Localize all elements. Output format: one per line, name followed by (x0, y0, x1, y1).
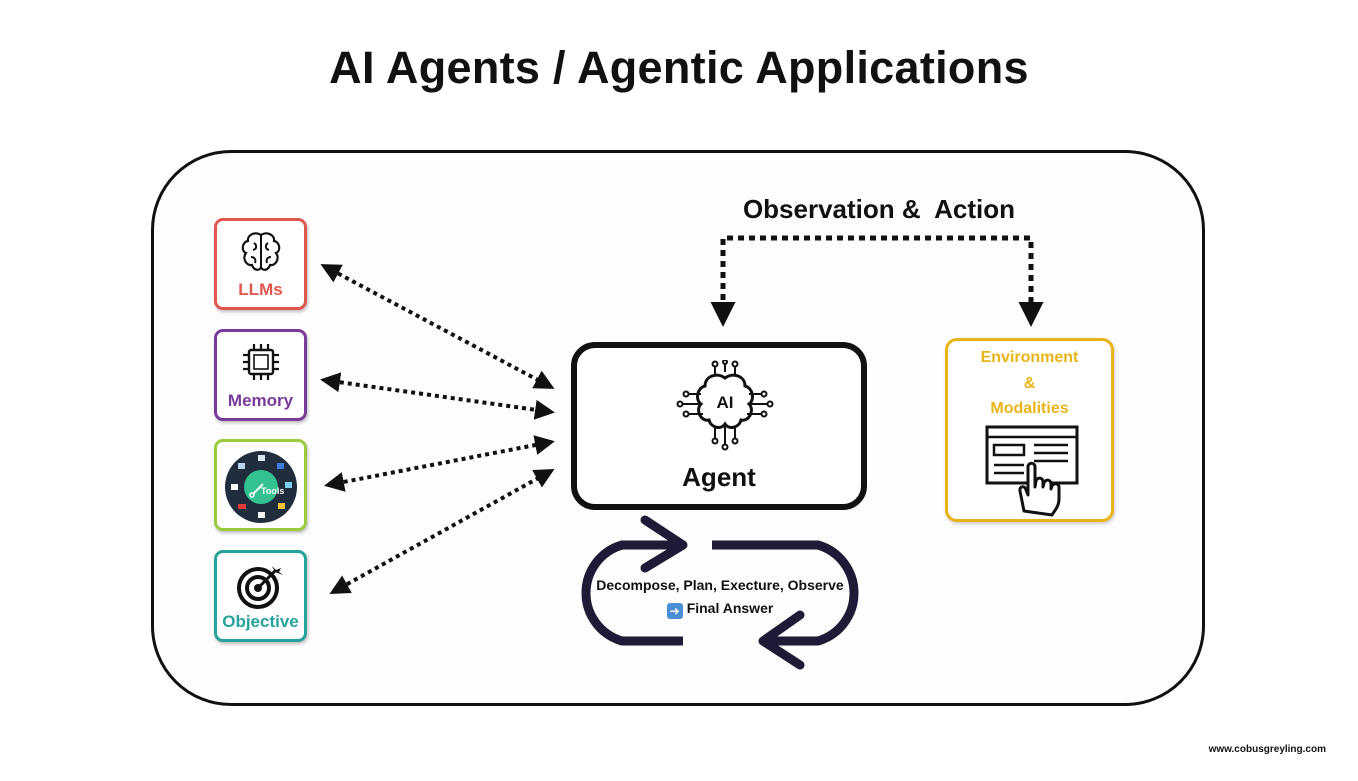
objective-agent-connector (329, 469, 555, 594)
memory-label: Memory (227, 391, 294, 410)
final-answer-label: Final Answer (686, 600, 774, 616)
agent-box: AI Agent (571, 342, 867, 510)
memory-tile: Memory (214, 329, 307, 421)
ai-brain-icon: AI (676, 360, 774, 451)
loop-arrow-left-icon (758, 610, 805, 670)
target-icon (236, 566, 283, 609)
objective-tile: Objective (214, 550, 307, 642)
tools-agent-connector (324, 435, 555, 492)
tools-label: Tools (261, 486, 285, 496)
objective-label: Objective (222, 612, 299, 631)
environment-box: Environment & Modalities (945, 338, 1114, 522)
chip-icon (242, 344, 279, 380)
ai-icon-text: AI (717, 393, 734, 412)
llms-tile: LLMs (214, 218, 307, 310)
tools-wheel-icon (224, 451, 297, 523)
credit-link[interactable]: www.cobusgreyling.com (1208, 744, 1326, 755)
environment-label: Environment (980, 349, 1079, 366)
environment-ampersand: & (1023, 375, 1036, 392)
memory-agent-connector (320, 372, 555, 420)
loop-steps-text: Decompose, Plan, Execture, Observe (596, 577, 844, 593)
observation-action-label: Observation & Action (742, 194, 1016, 224)
diagram-title: AI Agents / Agentic Applications (329, 42, 1029, 93)
agent-label: Agent (682, 462, 756, 492)
arrow-right-icon: ➜ (666, 603, 683, 619)
modalities-label: Modalities (990, 400, 1069, 417)
tools-tile: Tools (214, 439, 307, 531)
screen-touch-icon (985, 425, 1079, 517)
llms-agent-connector (320, 264, 555, 389)
brain-icon (241, 232, 280, 271)
llms-label: LLMs (238, 280, 283, 299)
observation-action-connector (710, 235, 1044, 327)
reasoning-loop (581, 515, 859, 670)
loop-arrow-right-icon (640, 515, 688, 573)
final-answer-line: ➜Final Answer (580, 600, 860, 619)
